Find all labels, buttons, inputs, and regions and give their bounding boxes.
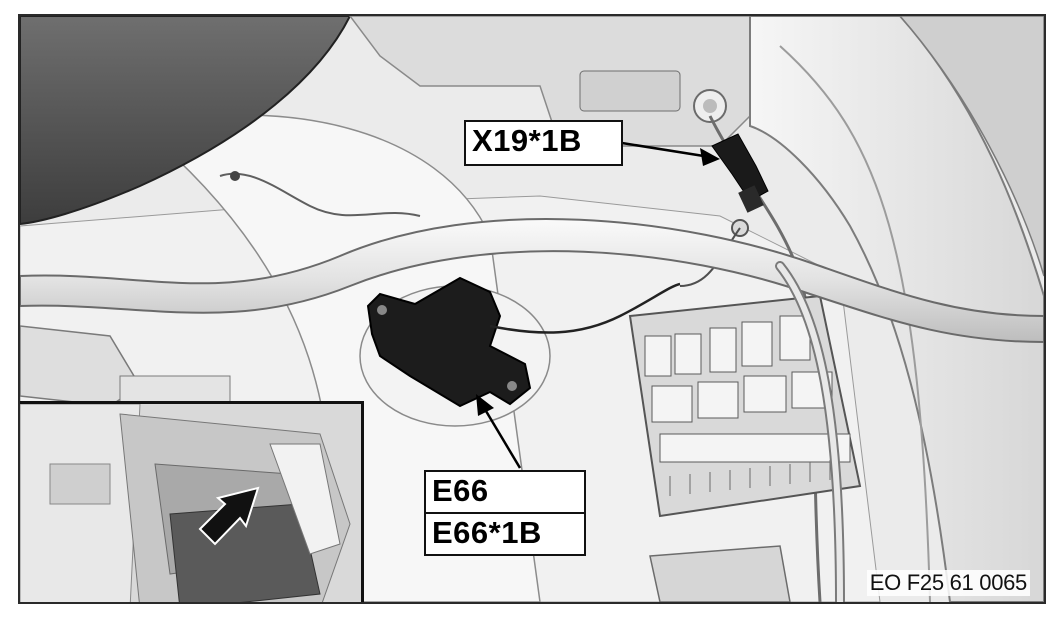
diagram-figure: X19*1B E66 E66*1B EO F25 61 0065: [18, 14, 1046, 604]
location-inset: [20, 401, 364, 602]
component-label-group: E66 E66*1B: [424, 470, 586, 556]
x19-connector: [711, 133, 769, 213]
wiring-harness-left: [219, 172, 421, 217]
connector-label-e66: E66*1B: [424, 512, 586, 556]
cargo-rail: [20, 217, 1044, 344]
vehicle-interior-drawing: [20, 16, 1044, 602]
e66-module: [359, 276, 551, 427]
connector-label-x19: X19*1B: [464, 120, 623, 166]
x19-leader-arrow: [621, 141, 720, 166]
vent-bracket: [579, 70, 681, 112]
antenna-cable: [489, 282, 681, 334]
headliner-panel: [20, 16, 352, 226]
e66-leader-arrow: [476, 394, 522, 469]
cargo-area-overview: [20, 404, 361, 602]
pillar-seam: [779, 45, 931, 602]
bottom-trim: [649, 545, 791, 602]
junction-box: [628, 294, 862, 518]
mounting-stud-center: [703, 99, 717, 113]
tailgate-edge: [899, 16, 1044, 277]
rail-support-highlight: [777, 263, 843, 602]
location-arrow-icon: [198, 486, 260, 546]
component-label-e66: E66: [424, 470, 586, 514]
harness-clip: [230, 171, 240, 181]
figure-code: EO F25 61 0065: [866, 570, 1030, 596]
